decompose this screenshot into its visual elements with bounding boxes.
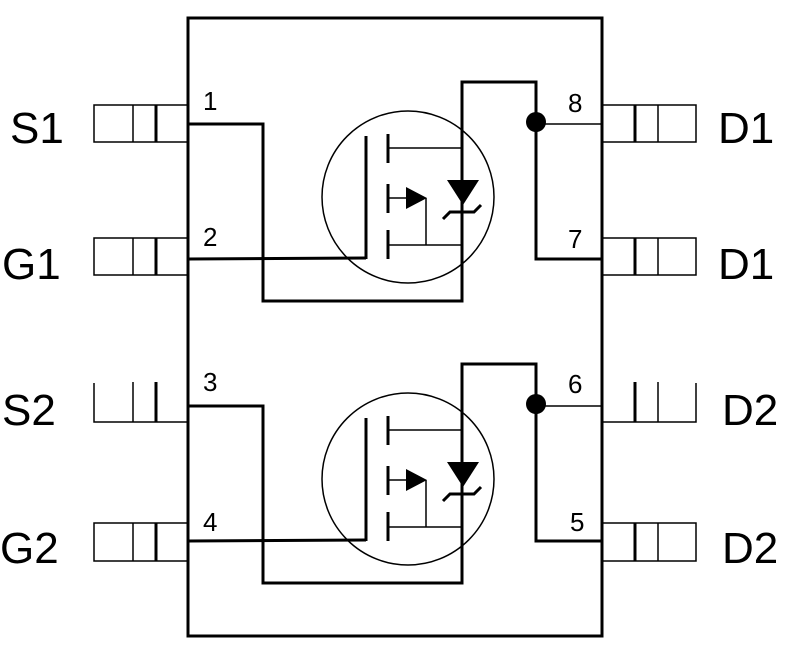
pin-number: 4: [203, 507, 217, 537]
pin-label: D2: [722, 386, 778, 435]
pin-g2: G2 4: [0, 507, 217, 573]
pin-d2-6: D2 6: [568, 369, 778, 435]
pin-number: 8: [568, 88, 582, 118]
pin-s2: S2 3: [2, 367, 217, 435]
pin-d2-5: D2 5: [570, 507, 778, 573]
pin-label: D2: [722, 524, 778, 573]
package-outline: [186, 16, 604, 638]
pin-number: 5: [570, 507, 584, 537]
pin-g1: G1 2: [2, 222, 217, 289]
pin-label: D1: [718, 104, 774, 153]
pin-d1-8: D1 8: [568, 88, 774, 153]
mosfet-2-schematic: [186, 362, 604, 585]
pin-number: 7: [568, 224, 582, 254]
pin-number: 1: [203, 86, 217, 116]
pin-label: S2: [2, 386, 56, 435]
pin-number: 3: [203, 367, 217, 397]
pin-d1-7: D1 7: [568, 224, 774, 289]
mosfet-1-schematic: [186, 80, 604, 303]
pin-label: G2: [0, 524, 59, 573]
pin-number: 6: [568, 369, 582, 399]
pin-label: D1: [718, 240, 774, 289]
pin-s1: S1 1: [10, 86, 217, 153]
pin-label: G1: [2, 240, 61, 289]
pin-label: S1: [10, 104, 64, 153]
pin-number: 2: [203, 222, 217, 252]
